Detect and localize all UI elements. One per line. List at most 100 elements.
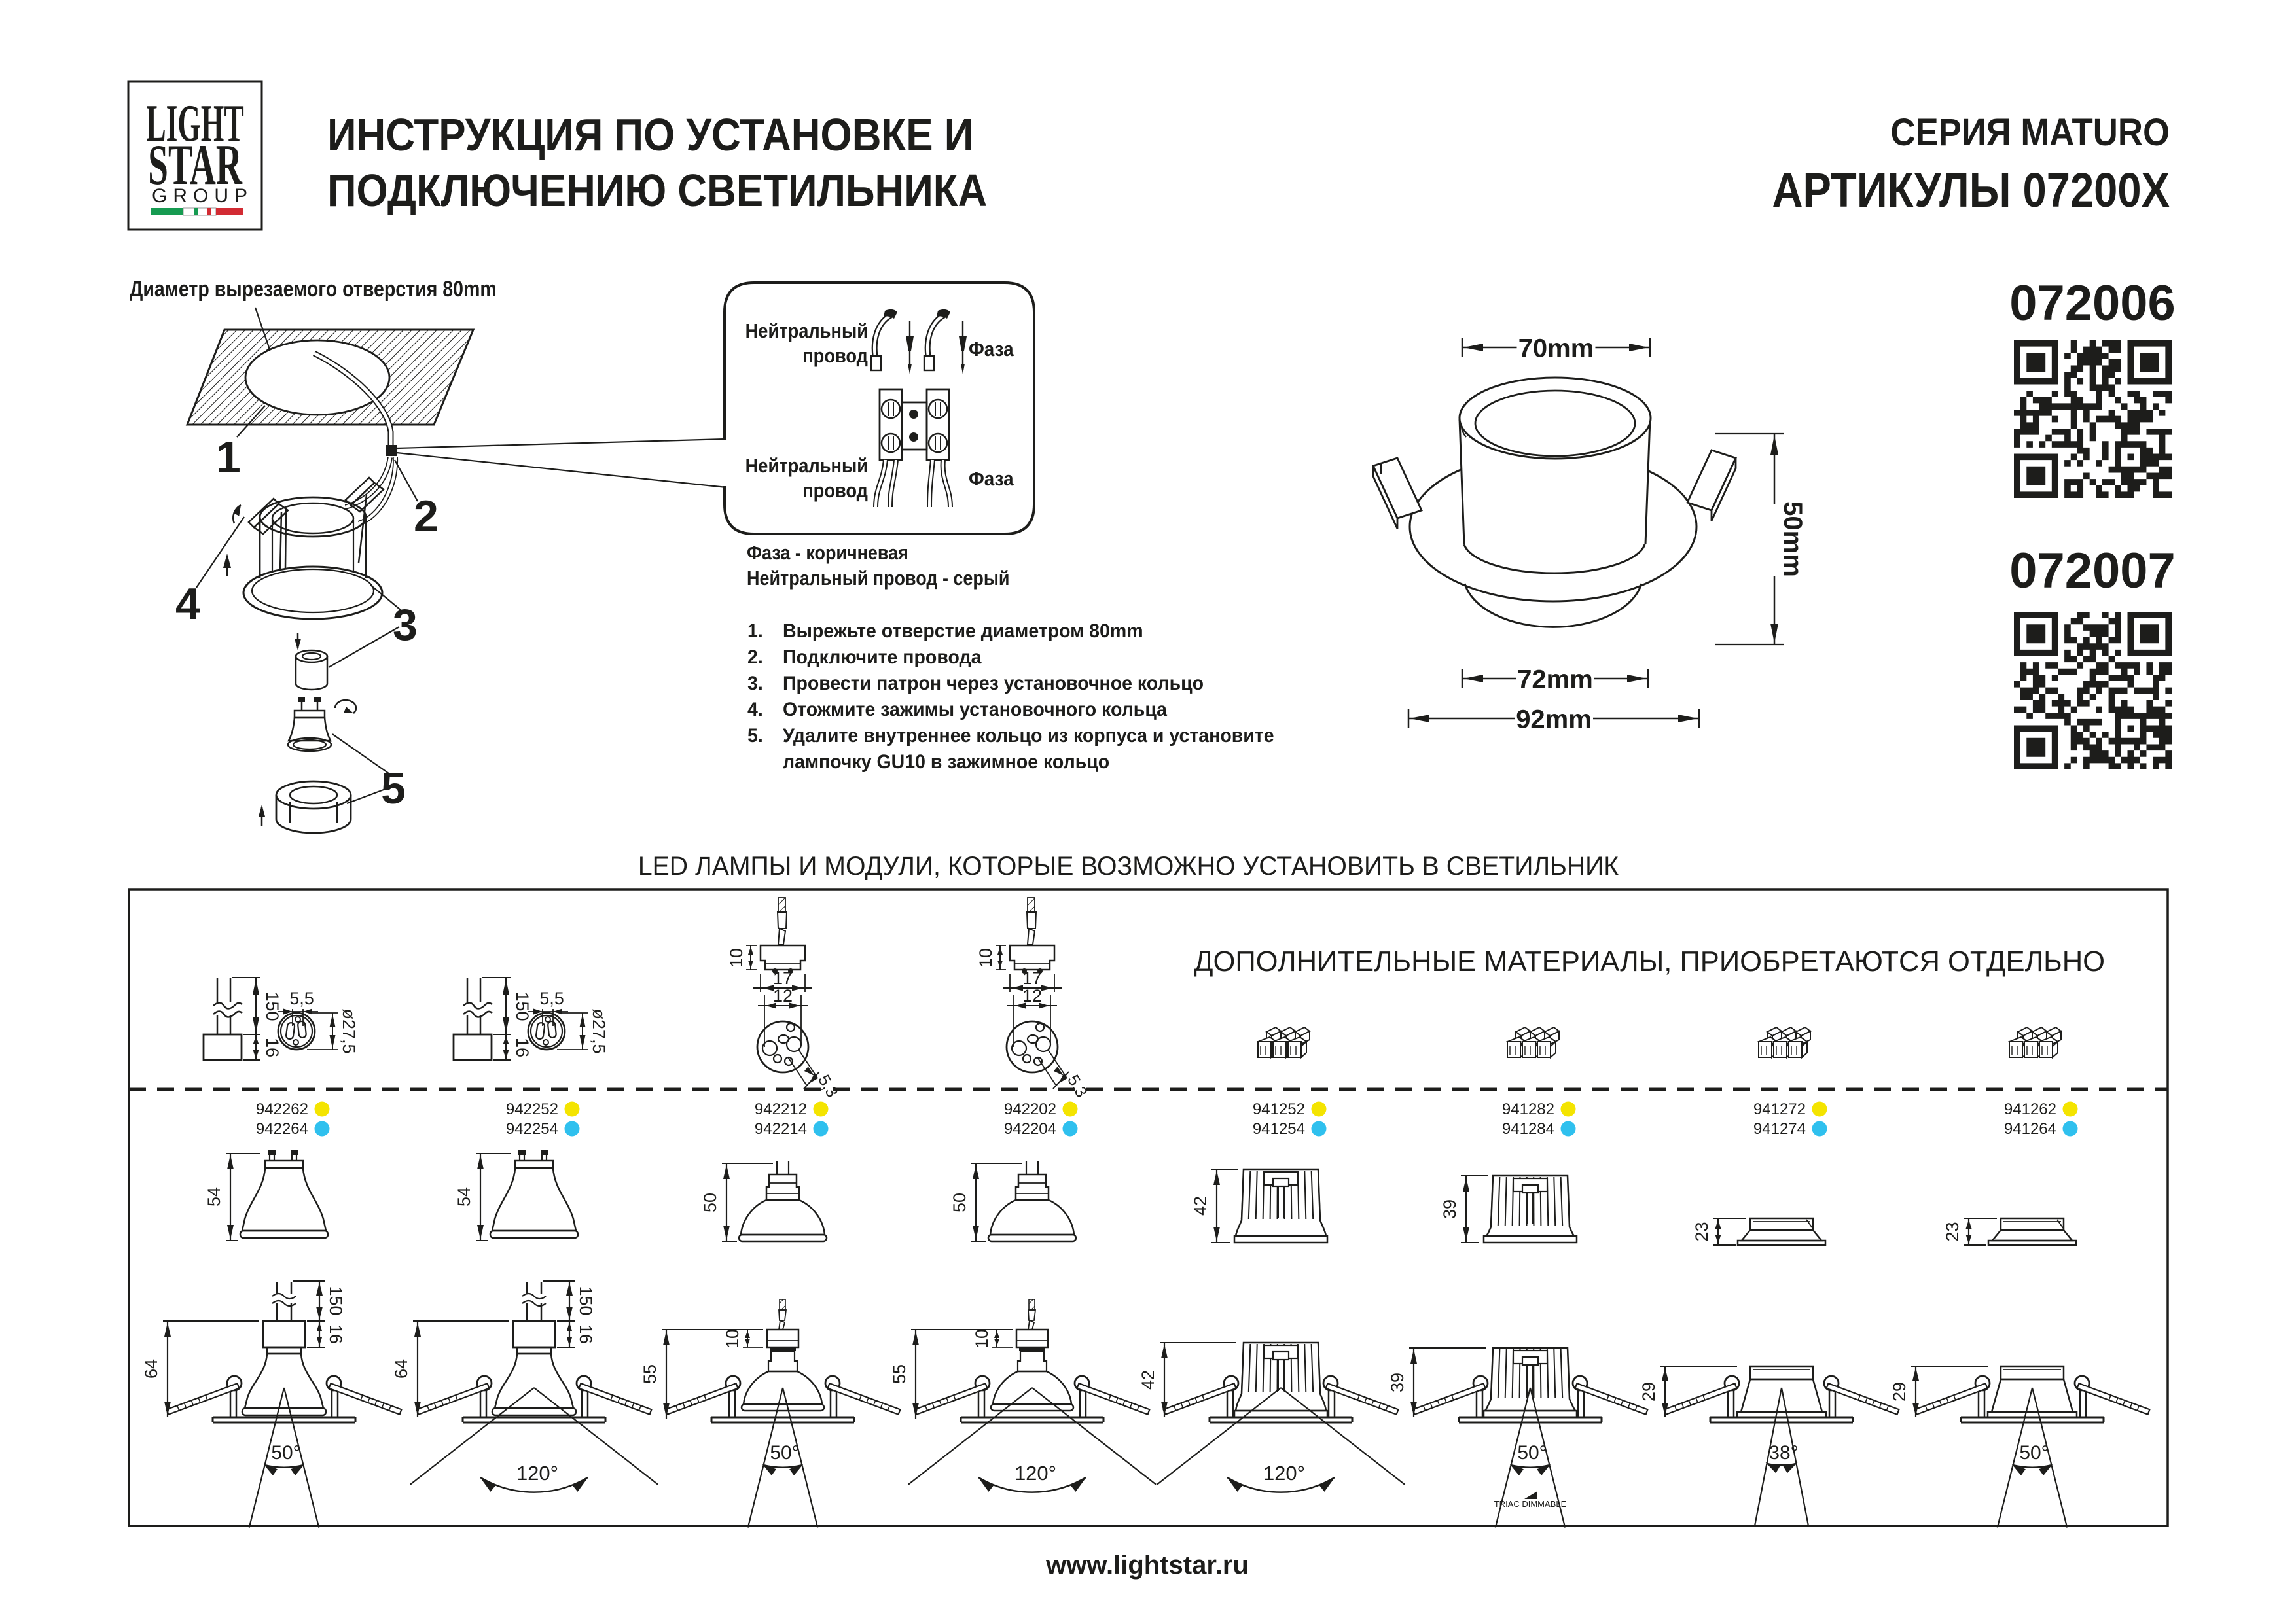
svg-text:941254: 941254 (1253, 1120, 1305, 1138)
svg-text:LED ЛАМПЫ И МОДУЛИ, КОТОРЫЕ ВО: LED ЛАМПЫ И МОДУЛИ, КОТОРЫЕ ВОЗМОЖНО УСТ… (638, 852, 1619, 881)
svg-text:50: 50 (950, 1193, 969, 1212)
svg-text:СЕРИЯ MATURO: СЕРИЯ MATURO (1890, 111, 2170, 154)
svg-text:5,5: 5,5 (289, 989, 314, 1008)
svg-text:10: 10 (723, 1329, 742, 1349)
svg-text:120°: 120° (516, 1462, 558, 1485)
svg-text:50°: 50° (770, 1442, 799, 1464)
svg-text:Удалите внутреннее кольцо из к: Удалите внутреннее кольцо из корпуса и у… (783, 725, 1274, 747)
svg-text:941264: 941264 (2004, 1120, 2056, 1138)
svg-text:Диаметр вырезаемого отверстия: Диаметр вырезаемого отверстия 80mm (130, 277, 497, 302)
svg-text:942264: 942264 (256, 1120, 308, 1138)
svg-text:16: 16 (262, 1038, 282, 1057)
svg-text:39: 39 (1440, 1199, 1460, 1219)
svg-text:12: 12 (773, 986, 793, 1006)
svg-text:150: 150 (262, 991, 282, 1021)
svg-text:STAR: STAR (148, 132, 242, 196)
svg-text:TRIAC DIMMABLE: TRIAC DIMMABLE (1494, 1499, 1567, 1509)
svg-text:64: 64 (391, 1359, 411, 1379)
svg-text:5,5: 5,5 (539, 989, 564, 1008)
svg-text:150: 150 (326, 1286, 346, 1315)
svg-text:39: 39 (1388, 1373, 1407, 1392)
svg-text:16: 16 (512, 1038, 532, 1057)
svg-text:942212: 942212 (755, 1101, 807, 1118)
svg-text:Нейтральный провод - серый: Нейтральный провод - серый (747, 567, 1009, 590)
svg-text:Нейтральный: Нейтральный (745, 455, 868, 477)
svg-text:LIGHT: LIGHT (146, 95, 244, 152)
svg-text:942262: 942262 (256, 1101, 308, 1118)
svg-text:92mm: 92mm (1516, 705, 1592, 733)
svg-text:2: 2 (414, 491, 439, 541)
svg-text:www.lightstar.ru: www.lightstar.ru (1045, 1551, 1249, 1580)
svg-text:64: 64 (141, 1359, 161, 1379)
svg-text:29: 29 (1890, 1382, 1909, 1402)
svg-text:941272: 941272 (1753, 1101, 1806, 1118)
svg-text:Фаза: Фаза (969, 468, 1014, 491)
svg-text:4.: 4. (747, 699, 763, 720)
svg-text:ø27,5: ø27,5 (339, 1008, 359, 1053)
svg-text:3: 3 (393, 600, 418, 650)
svg-text:лампочку GU10 в зажимное кольц: лампочку GU10 в зажимное кольцо (783, 751, 1109, 773)
svg-text:5.: 5. (747, 725, 763, 747)
svg-text:942254: 942254 (506, 1120, 558, 1138)
svg-text:120°: 120° (1263, 1462, 1305, 1485)
svg-text:ø27,5: ø27,5 (589, 1008, 609, 1053)
svg-text:50°: 50° (1517, 1442, 1547, 1464)
svg-text:70mm: 70mm (1518, 334, 1594, 362)
svg-text:942252: 942252 (506, 1101, 558, 1118)
svg-text:42: 42 (1138, 1370, 1158, 1390)
svg-text:50°: 50° (271, 1442, 300, 1464)
svg-text:942204: 942204 (1004, 1120, 1056, 1138)
svg-text:Нейтральный: Нейтральный (745, 320, 868, 342)
svg-text:72mm: 72mm (1517, 665, 1593, 694)
svg-text:ИНСТРУКЦИЯ ПО УСТАНОВКЕ И: ИНСТРУКЦИЯ ПО УСТАНОВКЕ И (327, 110, 973, 161)
svg-text:провод: провод (802, 480, 868, 502)
svg-text:3.: 3. (747, 673, 763, 694)
svg-text:42: 42 (1191, 1196, 1210, 1216)
svg-text:54: 54 (204, 1187, 224, 1207)
svg-text:12: 12 (1022, 986, 1042, 1006)
svg-text:17: 17 (1022, 968, 1042, 988)
svg-text:120°: 120° (1014, 1462, 1056, 1485)
svg-text:16: 16 (326, 1324, 346, 1344)
svg-text:Фаза: Фаза (969, 338, 1014, 361)
svg-text:16: 16 (576, 1324, 596, 1344)
svg-text:50°: 50° (2019, 1442, 2049, 1464)
svg-text:55: 55 (640, 1364, 660, 1384)
svg-text:942202: 942202 (1004, 1101, 1056, 1118)
svg-text:1: 1 (216, 432, 241, 482)
svg-text:150: 150 (576, 1286, 596, 1315)
svg-text:Вырежьте отверстие диаметром 8: Вырежьте отверстие диаметром 80mm (783, 620, 1143, 642)
svg-text:941262: 941262 (2004, 1101, 2056, 1118)
svg-text:АРТИКУЛЫ 07200X: АРТИКУЛЫ 07200X (1772, 163, 2170, 217)
svg-text:10: 10 (972, 1329, 992, 1349)
svg-text:Отожмите зажимы установочного: Отожмите зажимы установочного кольца (783, 699, 1168, 720)
svg-text:10: 10 (976, 948, 996, 968)
svg-text:150: 150 (512, 991, 532, 1021)
svg-text:17: 17 (773, 968, 793, 988)
svg-text:23: 23 (1692, 1222, 1712, 1241)
svg-text:2.: 2. (747, 646, 763, 668)
svg-text:941284: 941284 (1502, 1120, 1554, 1138)
svg-text:072007: 072007 (2009, 543, 2176, 599)
svg-text:941252: 941252 (1253, 1101, 1305, 1118)
svg-text:941274: 941274 (1753, 1120, 1806, 1138)
svg-text:Провести патрон через установо: Провести патрон через установочное кольц… (783, 673, 1204, 694)
svg-text:GROUP: GROUP (152, 185, 253, 207)
svg-text:Подключите провода: Подключите провода (783, 646, 982, 668)
svg-text:29: 29 (1639, 1382, 1659, 1402)
svg-text:10: 10 (726, 948, 746, 968)
svg-text:1.: 1. (747, 620, 763, 642)
svg-text:942214: 942214 (755, 1120, 807, 1138)
svg-text:50: 50 (700, 1193, 720, 1212)
svg-text:23: 23 (1943, 1222, 1962, 1241)
svg-text:провод: провод (802, 345, 868, 367)
svg-text:ДОПОЛНИТЕЛЬНЫЕ МАТЕРИАЛЫ, ПРИО: ДОПОЛНИТЕЛЬНЫЕ МАТЕРИАЛЫ, ПРИОБРЕТАЮТСЯ … (1194, 945, 2105, 978)
svg-text:5,3: 5,3 (1064, 1072, 1091, 1101)
svg-text:5,3: 5,3 (814, 1072, 842, 1101)
svg-text:072006: 072006 (2009, 275, 2176, 331)
svg-text:ПОДКЛЮЧЕНИЮ СВЕТИЛЬНИКА: ПОДКЛЮЧЕНИЮ СВЕТИЛЬНИКА (327, 166, 987, 217)
svg-text:38°: 38° (1768, 1442, 1798, 1464)
svg-text:Фаза - коричневая: Фаза - коричневая (747, 542, 908, 564)
svg-text:941282: 941282 (1502, 1101, 1554, 1118)
svg-text:50mm: 50mm (1778, 501, 1807, 577)
